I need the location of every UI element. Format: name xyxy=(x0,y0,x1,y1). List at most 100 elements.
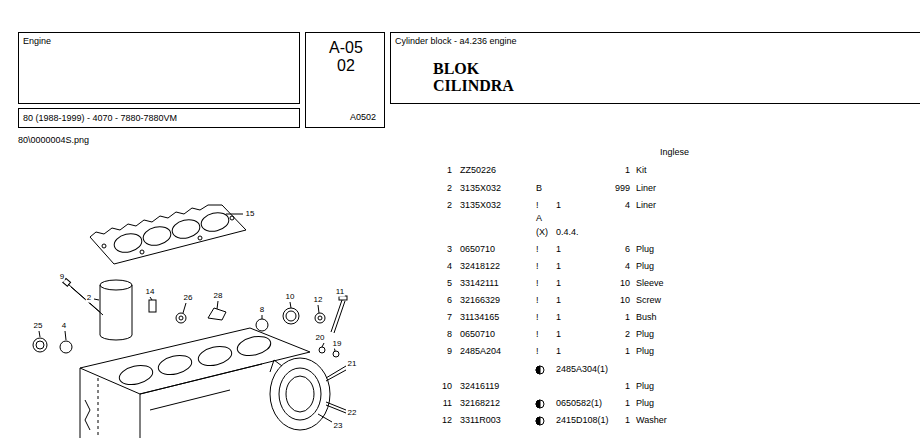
table-cell: 10 xyxy=(442,382,452,392)
callout-number: 11 xyxy=(335,288,345,297)
callout-number: 20 xyxy=(315,334,326,343)
table-cell: ZZ50226 xyxy=(460,166,496,176)
table-cell: 8 xyxy=(447,330,452,340)
code-box: A-05 02A0502 xyxy=(305,32,385,128)
table-cell: 1 xyxy=(556,296,561,306)
box-heading: Engine xyxy=(23,36,51,46)
table-cell: 1 xyxy=(556,279,561,289)
table-cell: 1 xyxy=(556,347,561,357)
table-cell: 33142111 xyxy=(460,279,499,289)
table-cell: 1 xyxy=(625,399,630,409)
table-cell: ! xyxy=(536,245,539,255)
table-cell: ! xyxy=(536,201,539,211)
table-cell: 1 xyxy=(625,347,630,357)
table-cell: 1 xyxy=(556,330,561,340)
table-cell: 4 xyxy=(625,201,630,211)
box-heading: Cylinder block - a4.236 engine xyxy=(395,36,517,46)
table-cell: 2415D108(1) xyxy=(556,416,609,426)
table-cell: Kit xyxy=(636,166,647,176)
table-cell: 6 xyxy=(447,296,452,306)
table-cell: 5 xyxy=(447,279,452,289)
table-cell: 0650710 xyxy=(460,245,495,255)
table-cell: 10 xyxy=(620,296,630,306)
table-cell: 1 xyxy=(625,313,630,323)
column-heading: Inglese xyxy=(660,148,689,158)
table-cell: 1 xyxy=(556,262,561,272)
table-cell: ! xyxy=(536,347,539,357)
header-box: Engine xyxy=(18,32,300,104)
table-cell: 2 xyxy=(625,330,630,340)
table-cell: 3311R003 xyxy=(460,416,501,426)
callout-number: 14 xyxy=(145,288,156,297)
table-cell: 0650710 xyxy=(460,330,495,340)
note-symbol xyxy=(536,366,544,425)
callout-number: 26 xyxy=(183,294,194,303)
table-cell: 3 xyxy=(447,245,452,255)
callout-number: 12 xyxy=(313,296,324,305)
table-cell: Liner xyxy=(636,201,656,211)
callout-number: 19 xyxy=(332,340,343,349)
table-cell: 2485A304(1) xyxy=(556,365,608,375)
table-cell: 7 xyxy=(447,313,452,323)
table-cell: 0650582(1) xyxy=(556,399,602,409)
table-cell: ! xyxy=(536,313,539,323)
table-cell: 10 xyxy=(620,279,630,289)
table-cell: 32168212 xyxy=(460,399,500,409)
table-cell: 1 xyxy=(447,166,452,176)
table-cell: ! xyxy=(536,330,539,340)
callout-number: 25 xyxy=(33,322,44,331)
table-cell: 1 xyxy=(625,416,630,426)
model-box: 80 (1988-1999) - 4070 - 7880-7880VM xyxy=(18,108,300,128)
table-cell: 6 xyxy=(625,245,630,255)
table-cell: Plug xyxy=(636,330,654,340)
table-cell: ! xyxy=(536,262,539,272)
table-cell: 32166329 xyxy=(460,296,500,306)
table-cell: 1 xyxy=(556,313,561,323)
callout-number: 22 xyxy=(347,409,358,418)
table-cell: 31134165 xyxy=(460,313,499,323)
table-cell: 12 xyxy=(442,416,452,426)
table-cell: 2 xyxy=(447,201,452,211)
callout-number: 8 xyxy=(259,306,265,315)
rear-plate xyxy=(270,343,346,430)
table-cell: 2485A204 xyxy=(460,347,501,357)
box-heading: A-05 02 xyxy=(323,39,369,74)
callout-number: 4 xyxy=(61,322,67,331)
table-cell: 9 xyxy=(447,347,452,357)
bolt xyxy=(63,279,103,315)
callout-number: 21 xyxy=(347,360,358,369)
table-cell: Liner xyxy=(636,184,656,194)
table-cell: B xyxy=(536,184,542,194)
table-cell: (X) xyxy=(536,228,548,238)
table-cell: Plug xyxy=(636,347,654,357)
table-cell: Plug xyxy=(636,262,654,272)
table-cell: Washer xyxy=(636,416,667,426)
box-text: BLOK CILINDRA xyxy=(433,61,533,95)
table-cell: Plug xyxy=(636,245,654,255)
table-cell: 3135X032 xyxy=(460,201,501,211)
table-cell: 1 xyxy=(625,382,630,392)
table-cell: 32418122 xyxy=(460,262,500,272)
callout-number: 9 xyxy=(59,273,65,282)
table-cell: Bush xyxy=(636,313,657,323)
table-cell: 1 xyxy=(556,201,561,211)
title-box: Cylinder block - a4.236 engineBLOK CILIN… xyxy=(390,32,920,104)
table-cell: 2 xyxy=(447,184,452,194)
table-cell: A xyxy=(536,214,542,224)
table-cell: Plug xyxy=(636,399,654,409)
cylinder-liner xyxy=(94,280,132,340)
table-cell: 4 xyxy=(447,262,452,272)
file-name: 80\0000004S.png xyxy=(18,136,89,146)
table-cell: 4 xyxy=(625,262,630,272)
table-cell: 1 xyxy=(625,166,630,176)
table-cell: 999 xyxy=(615,184,630,194)
box-heading: 80 (1988-1999) - 4070 - 7880-7880VM xyxy=(23,113,177,123)
table-cell: Sleeve xyxy=(636,279,664,289)
callout-number: 28 xyxy=(213,292,224,301)
table-cell: ! xyxy=(536,296,539,306)
table-cell: Plug xyxy=(636,382,654,392)
table-cell: 1 xyxy=(556,245,561,255)
table-cell: 11 xyxy=(443,399,452,409)
callout-number: 10 xyxy=(285,293,296,302)
